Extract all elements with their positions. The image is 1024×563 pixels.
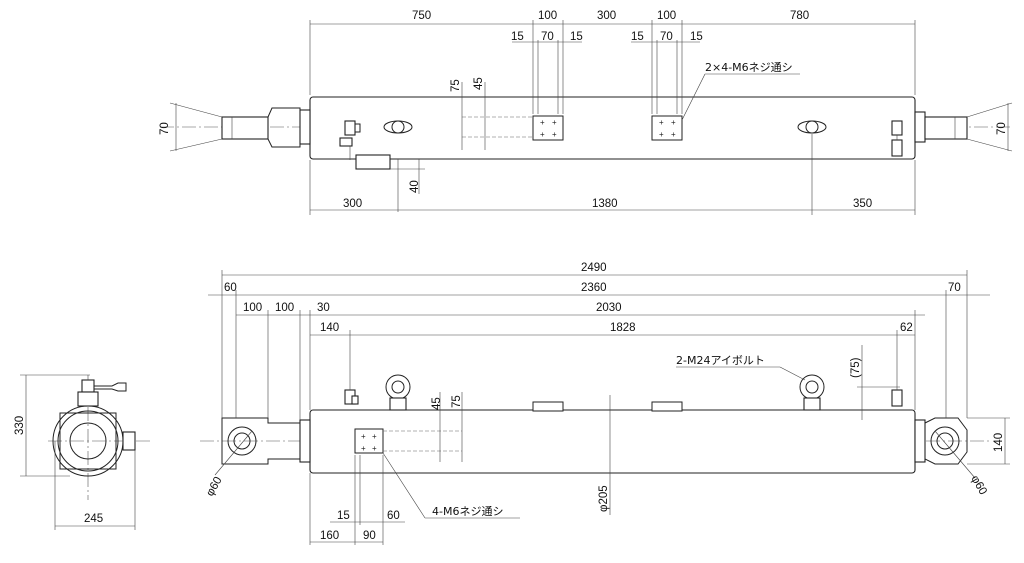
svg-text:+: + [671,118,676,127]
dim-100-first: 100 [243,302,262,314]
dim-15-c: 15 [631,31,644,43]
dim-15-bottom: 15 [337,510,350,522]
front-view-left-fitting [344,389,359,405]
top-view-left-rod-end [221,107,311,148]
dia-60-left: φ60 [204,475,225,499]
dim-750: 750 [412,10,431,22]
dim-100-b: 100 [657,10,676,22]
front-view-block-left [532,401,564,412]
dim-70-a: 70 [541,31,554,43]
top-view: + + + + + + + + 750 100 300 100 780 [159,10,1013,215]
dim-140-right: 140 [993,433,1005,452]
front-view-right-clevis [914,417,968,465]
front-view-block-right [651,401,683,412]
dim-300-bottom: 300 [343,198,362,210]
top-view-eyebolt-right [797,120,827,134]
dim-100-second: 100 [275,302,294,314]
note-screw-holes-front: 4-M6ネジ通シ [432,505,503,518]
dim-62: 62 [900,322,913,334]
svg-text:+: + [659,118,664,127]
dim-330: 330 [14,416,26,435]
top-view-right-rod-end [914,111,968,143]
svg-text:+: + [540,118,545,127]
dim-70-top: 70 [948,282,961,294]
dim-60-bottom: 60 [387,510,400,522]
svg-text:+: + [671,130,676,139]
dia-60-right: φ60 [968,474,989,498]
dim-70-right: 70 [996,122,1008,135]
dim-75-front: 75 [451,395,463,408]
top-view-eyebolt-left [383,120,413,134]
top-view-plate-left: + + + + [532,115,564,141]
note-screw-holes-top: 2×4-M6ネジ通シ [705,61,793,74]
svg-text:+: + [659,130,664,139]
dim-60-top: 60 [224,282,237,294]
dim-45-front: 45 [431,397,443,410]
dim-140-top: 140 [320,322,339,334]
dim-2030: 2030 [596,302,622,314]
dia-205: φ205 [598,485,610,512]
dim-1380: 1380 [592,198,618,210]
note-eyebolt: 2-M24アイボルト [676,354,765,367]
dim-15-d: 15 [690,31,703,43]
dim-1828: 1828 [610,322,636,334]
dim-2490: 2490 [581,262,607,274]
dim-2360: 2360 [581,282,607,294]
front-view-eyebolt-left [385,374,411,411]
dim-160: 160 [320,530,339,542]
dim-75-vertical: 75 [450,79,462,92]
front-view-cylinder-body [309,409,916,474]
side-view: 330 245 [14,374,150,530]
svg-text:+: + [552,130,557,139]
svg-text:+: + [372,444,377,453]
dim-70-left: 70 [159,122,171,135]
dim-30: 30 [317,302,330,314]
top-view-cylinder-body [309,96,916,160]
svg-text:+: + [540,130,545,139]
top-view-left-fitting [339,120,391,170]
dim-75-paren: (75) [850,357,862,378]
svg-text:+: + [361,444,366,453]
dim-245: 245 [84,513,103,525]
dim-350: 350 [853,198,872,210]
top-view-plate-right: + + + + [651,115,683,141]
dim-40: 40 [409,180,421,193]
svg-text:+: + [361,432,366,441]
dim-100-a: 100 [538,10,557,22]
dim-300: 300 [597,10,616,22]
svg-text:+: + [552,118,557,127]
side-view-lug [122,431,136,451]
front-view: + + + + 2490 60 2360 70 100 100 30 2030 14… [200,262,1010,545]
front-view-left-clevis [221,417,311,465]
top-view-right-fitting [891,120,903,157]
svg-text:+: + [372,432,377,441]
dim-45-vertical: 45 [473,77,485,90]
dim-15-b: 15 [570,31,583,43]
front-view-right-fitting [891,389,903,407]
dim-90: 90 [363,530,376,542]
dim-15-a: 15 [511,31,524,43]
dim-70-b: 70 [660,31,673,43]
dim-780: 780 [790,10,809,22]
front-view-eyebolt-right [799,374,825,411]
front-view-plate: + + + + [354,428,384,454]
side-view-fitting [77,375,127,407]
